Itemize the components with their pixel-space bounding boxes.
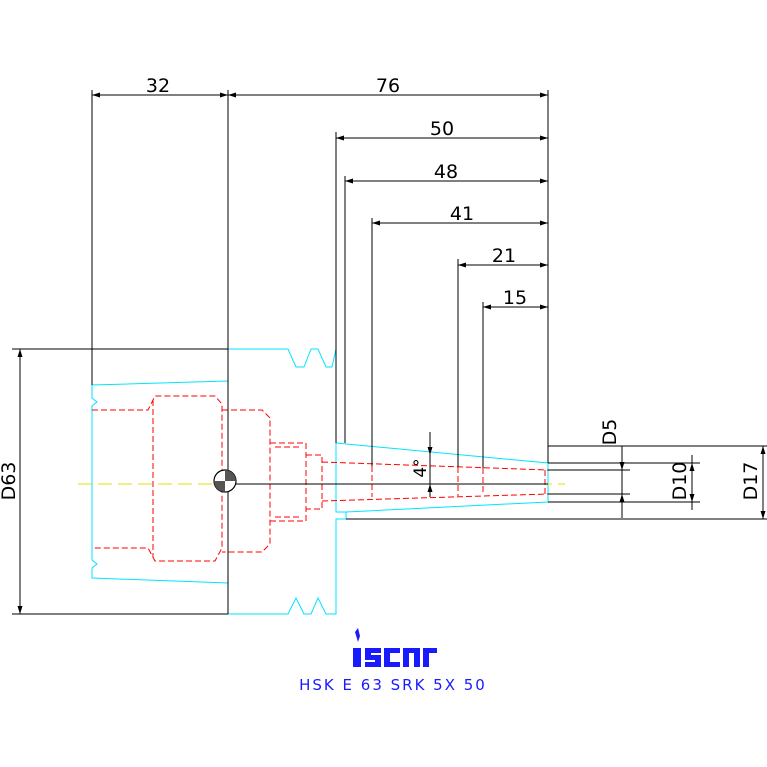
dim-48: 48	[434, 161, 458, 183]
internal-bore-hidden-lines	[92, 395, 549, 562]
tool-body-outline	[91, 348, 549, 615]
dim-41: 41	[450, 203, 474, 225]
dim-D10: D10	[669, 462, 691, 501]
product-caption: HSK E 63 SRK 5X 50	[299, 676, 487, 694]
dim-50: 50	[430, 118, 454, 140]
dim-76: 76	[376, 75, 400, 97]
datum-circle	[213, 469, 237, 493]
dim-D17: D17	[740, 462, 762, 501]
dim-angle: 4°	[411, 458, 431, 477]
iscar-logo	[353, 628, 437, 667]
dim-D5: D5	[599, 419, 621, 446]
dimension-lines	[12, 90, 767, 615]
dim-D63: D63	[0, 462, 20, 501]
dim-32: 32	[146, 75, 170, 97]
dim-15: 15	[503, 287, 527, 309]
dim-21: 21	[492, 245, 516, 267]
